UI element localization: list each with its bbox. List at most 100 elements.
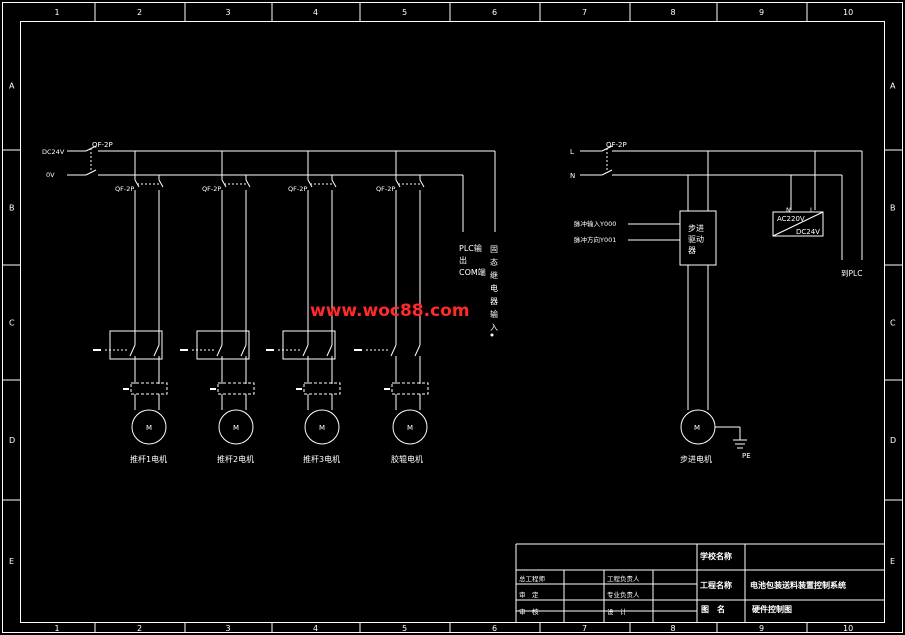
row-label-right: C	[890, 319, 896, 328]
row-label-left: B	[9, 204, 15, 213]
column-label-top: 5	[402, 8, 407, 17]
branch-breaker-contact-b	[331, 179, 337, 188]
motor-name-label: 推杆2电机	[217, 454, 254, 464]
relay-input-label: 继	[490, 270, 498, 280]
relay-contact-b	[326, 344, 333, 357]
relay-contact-a	[129, 344, 136, 357]
component-symbols	[85, 145, 824, 449]
column-label-bottom: 9	[759, 624, 764, 633]
relay-input-label: 电	[490, 283, 498, 293]
motor-symbol	[218, 409, 254, 445]
title-block-cell: 审 定	[519, 590, 539, 599]
stepper-driver-label: 步进	[688, 224, 704, 233]
main-breaker-label: QF-2P	[92, 141, 113, 149]
branch-breaker-label: QF-2P	[115, 185, 134, 193]
column-label-top: 6	[492, 8, 497, 17]
relay-contact-b	[240, 344, 247, 357]
row-label-right: A	[890, 82, 896, 91]
drawing-name-value: 硬件控制图	[752, 604, 792, 614]
title-block-cell: 专业负责人	[607, 590, 640, 599]
watermark: www.woc88.com	[310, 301, 470, 321]
pulse-input-label: 脉冲输入Y000	[574, 219, 616, 228]
column-label-bottom: 3	[226, 624, 231, 633]
row-label-left: C	[9, 319, 15, 328]
project-name-value: 电池包装送料装置控制系统	[750, 580, 846, 590]
relay-box	[196, 330, 250, 360]
overload-block	[391, 382, 429, 395]
supply-zero-label: 0V	[46, 171, 55, 179]
branch-breaker-label: QF-2P	[202, 185, 221, 193]
column-label-top: 8	[671, 8, 676, 17]
row-label-left: D	[9, 436, 15, 445]
title-block-cell: 审 核	[519, 607, 539, 616]
relay-box	[109, 330, 163, 360]
overload-block	[130, 382, 168, 395]
column-label-top: 4	[313, 8, 318, 17]
branch-breaker-label: QF-2P	[288, 185, 307, 193]
row-label-right: D	[890, 436, 896, 445]
stepper-driver-box	[679, 210, 717, 266]
column-label-bottom: 2	[137, 624, 142, 633]
column-label-top: 1	[55, 8, 60, 17]
row-label-left: E	[9, 557, 14, 566]
stepper-driver-label: 器	[688, 246, 696, 255]
stepper-motor-symbol	[680, 409, 716, 445]
converter-box	[772, 211, 824, 237]
relay-contact-a	[302, 344, 309, 357]
converter-output-label: DC24V	[796, 228, 820, 236]
column-label-bottom: 10	[843, 624, 853, 633]
overload-block	[217, 382, 255, 395]
title-block: 学校名称工程名称电池包装送料装置控制系统图 名硬件控制图总工程师工程负责人审 定…	[515, 543, 885, 622]
branch-breaker-contact-b	[158, 179, 164, 188]
school-name-label: 学校名称	[700, 551, 732, 561]
branch-breaker-contact-b	[419, 179, 425, 188]
converter-pin-l: L	[810, 206, 814, 214]
direction-input-label: 脉冲方向Y001	[574, 235, 616, 244]
column-label-top: 7	[582, 8, 587, 17]
relay-input-dot	[490, 333, 494, 337]
converter-pin-n: N	[786, 206, 791, 214]
motor-symbol	[131, 409, 167, 445]
converter-diagonal	[772, 211, 824, 237]
plc-output-label: PLC输	[459, 243, 482, 253]
branch-breaker-label: QF-2P	[376, 185, 395, 193]
motor-name-label: 胶辊电机	[391, 454, 423, 464]
relay-contact-a	[216, 344, 223, 357]
column-label-top: 2	[137, 8, 142, 17]
relay-contact-b	[414, 344, 421, 357]
branch-breaker-contact-b	[245, 179, 251, 188]
column-label-top: 3	[226, 8, 231, 17]
stepper-motor-letter: M	[694, 424, 700, 432]
title-block-cell: 设 计	[607, 607, 627, 616]
to-plc-label: 到PLC	[841, 269, 862, 278]
project-name-label: 工程名称	[700, 580, 732, 590]
line-n-label: N	[570, 172, 575, 180]
row-label-left: A	[9, 82, 15, 91]
relay-input-label: 态	[490, 257, 498, 267]
column-label-bottom: 1	[55, 624, 60, 633]
column-label-bottom: 4	[313, 624, 318, 633]
relay-box	[282, 330, 336, 360]
motor-letter: M	[319, 424, 325, 432]
title-block-cell: 总工程师	[519, 574, 546, 583]
row-label-right: E	[890, 557, 895, 566]
plc-output-label: 出	[459, 255, 467, 265]
stepper-driver-label: 驱动	[688, 234, 704, 244]
wiring	[67, 150, 863, 440]
column-label-bottom: 7	[582, 624, 587, 633]
overload-block	[303, 382, 341, 395]
motor-name-label: 推杆1电机	[130, 454, 167, 464]
supply-plus-label: DC24V	[42, 148, 65, 156]
relay-contact-b	[153, 344, 160, 357]
plc-output-label: COM端	[459, 267, 486, 277]
motor-letter: M	[146, 424, 152, 432]
motor-symbol	[392, 409, 428, 445]
motor-name-label: 推杆3电机	[303, 454, 340, 464]
relay-input-label: 入	[490, 323, 498, 332]
relay-contact-a	[390, 344, 397, 357]
column-label-bottom: 5	[402, 624, 407, 633]
column-label-bottom: 6	[492, 624, 497, 633]
